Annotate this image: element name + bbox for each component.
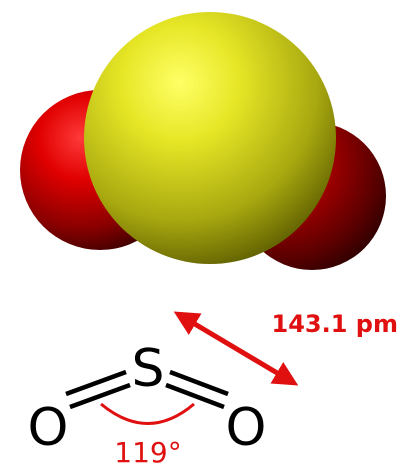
bond-length-annotation: 143.1 pm [173, 310, 398, 386]
bond-angle-annotation: 119° [100, 402, 195, 469]
double-bond-right-b [165, 382, 225, 410]
sulfur-atom-label: S [131, 339, 164, 399]
double-bond-right-a [169, 369, 229, 397]
oxygen-atom-left-label: O [28, 398, 69, 458]
bond-length-label: 143.1 pm [272, 310, 398, 338]
double-bond-left-b [69, 382, 131, 410]
sulfur-sphere [84, 12, 336, 264]
oxygen-atom-right-label: O [226, 398, 267, 458]
bond-length-arrow [173, 311, 299, 386]
bond-angle-arc [100, 402, 195, 425]
bond-angle-label: 119° [114, 436, 181, 469]
space-filling-model [20, 12, 386, 270]
structural-formula: S O O [28, 339, 267, 458]
double-bond-left-a [65, 369, 127, 397]
